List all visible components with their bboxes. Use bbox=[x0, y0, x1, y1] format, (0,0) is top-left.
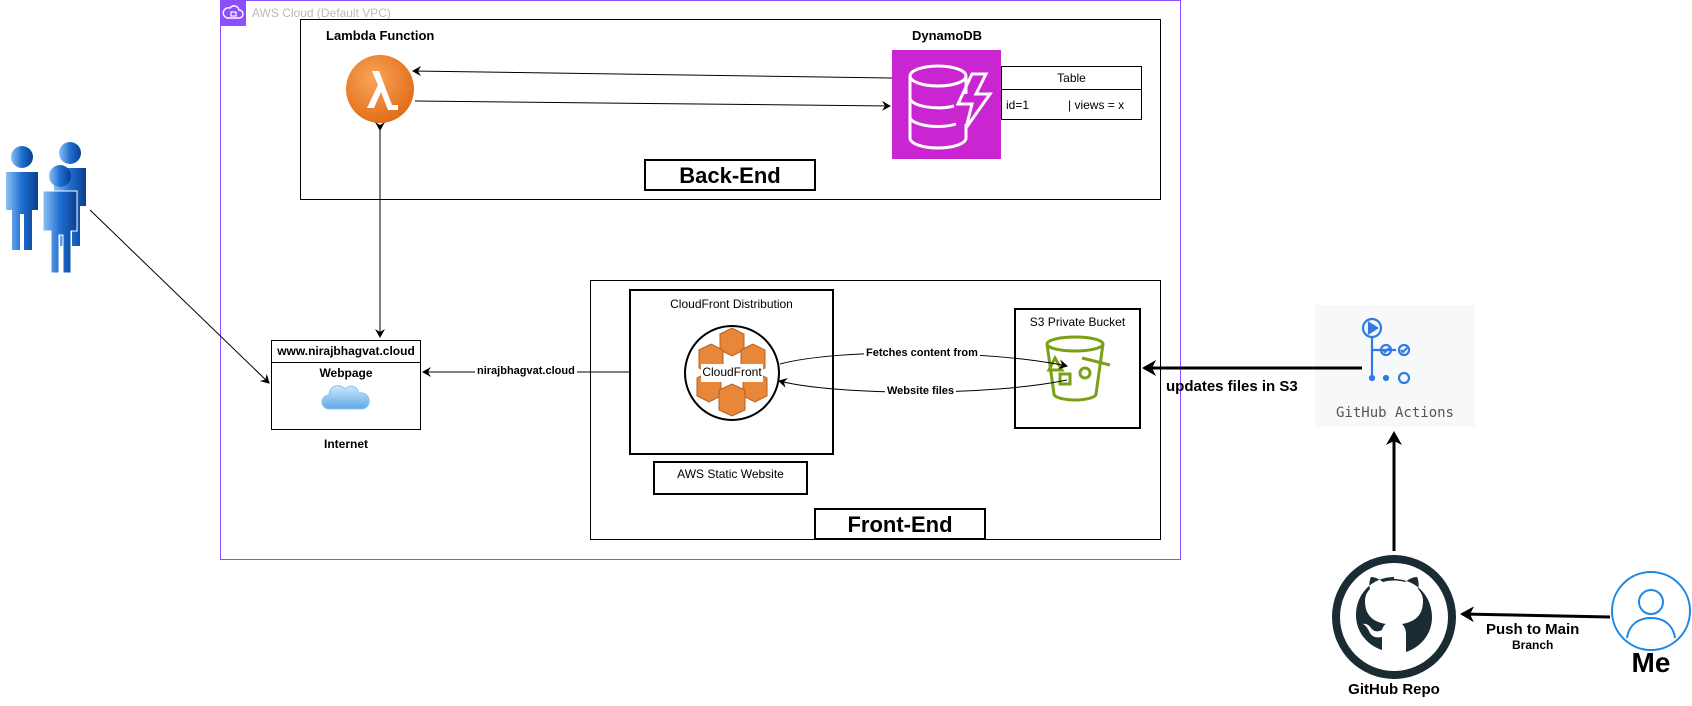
me-label: Me bbox=[1631, 647, 1671, 678]
internet-caption: Internet bbox=[323, 437, 368, 451]
aws-cloud-icon bbox=[220, 0, 246, 26]
webpage-title: Webpage bbox=[319, 366, 373, 380]
lambda-label: Lambda Function bbox=[326, 28, 435, 43]
dynamodb-icon[interactable] bbox=[892, 50, 1001, 159]
cloudfront-icon[interactable] bbox=[683, 324, 781, 422]
edge-domain-label: nirajbhagvat.cloud bbox=[475, 365, 577, 377]
static-website-label: AWS Static Website bbox=[677, 467, 784, 481]
s3-label: S3 Private Bucket bbox=[1029, 315, 1126, 329]
webpage-url-divider bbox=[271, 362, 421, 363]
aws-cloud-label: AWS Cloud (Default VPC) bbox=[252, 6, 391, 20]
edge-files-label: Website files bbox=[885, 385, 957, 397]
cloudfront-icon-label: CloudFront bbox=[702, 365, 762, 379]
dynamodb-label: DynamoDB bbox=[912, 28, 983, 43]
internet-cloud-icon bbox=[321, 383, 371, 411]
dynamodb-table bbox=[1001, 66, 1142, 120]
user-icon bbox=[1610, 570, 1692, 652]
table-divider bbox=[1001, 89, 1142, 90]
table-row-views: | views = x bbox=[1068, 98, 1125, 112]
frontend-title: Front-End bbox=[814, 508, 986, 540]
edge-users-webpage bbox=[89, 209, 270, 384]
github-actions-icon[interactable] bbox=[1358, 310, 1428, 392]
github-repo-label: GitHub Repo bbox=[1348, 681, 1440, 698]
github-actions-label: GitHub Actions bbox=[1335, 405, 1454, 421]
static-website-box bbox=[653, 461, 808, 495]
table-row-id: id=1 bbox=[1006, 98, 1030, 112]
edge-me-to-repo bbox=[1460, 606, 1611, 623]
cloudfront-distribution-label: CloudFront Distribution bbox=[670, 297, 793, 311]
github-actions-panel bbox=[1315, 305, 1475, 427]
push-edge-label: Push to Main bbox=[1486, 621, 1580, 638]
edge-fetch-label: Fetches content from bbox=[864, 347, 980, 359]
github-icon[interactable] bbox=[1328, 551, 1460, 683]
s3-box bbox=[1014, 308, 1141, 429]
aws-cloud-group bbox=[220, 0, 1181, 560]
updates-edge-label: updates files in S3 bbox=[1166, 378, 1298, 395]
webpage-url[interactable]: www.nirajbhagvat.cloud bbox=[277, 344, 415, 358]
edge-lambda-to-dynamo bbox=[414, 100, 891, 111]
backend-title: Back-End bbox=[644, 159, 816, 191]
table-header: Table bbox=[1057, 71, 1086, 85]
push-edge-sublabel: Branch bbox=[1512, 638, 1554, 652]
edge-dynamo-to-lambda bbox=[412, 66, 893, 79]
webpage-box[interactable] bbox=[271, 340, 421, 430]
users-icon bbox=[0, 140, 92, 276]
lambda-icon[interactable] bbox=[345, 54, 415, 124]
